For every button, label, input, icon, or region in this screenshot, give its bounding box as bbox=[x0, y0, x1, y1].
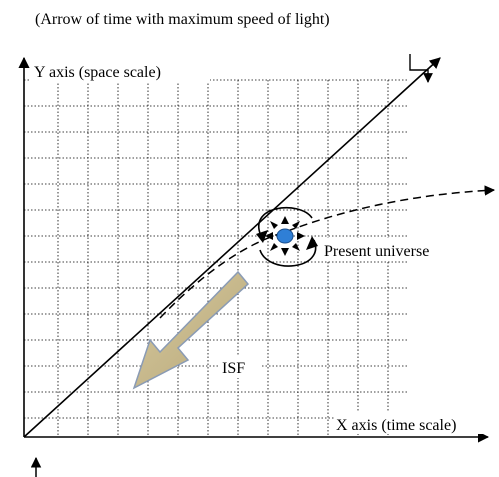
present-universe-label: Present universe bbox=[324, 243, 429, 260]
radial-arrows bbox=[265, 216, 305, 256]
y-axis-label: Y axis (space scale) bbox=[34, 64, 161, 81]
x-axis-label: X axis (time scale) bbox=[336, 417, 456, 434]
swirl-arc bbox=[258, 206, 313, 239]
diagram-caption: (Arrow of time with maximum speed of lig… bbox=[35, 11, 330, 28]
grid bbox=[24, 79, 408, 437]
dashed-trajectory bbox=[159, 185, 496, 319]
time-arrow-line bbox=[23, 57, 441, 438]
swirl-arc bbox=[259, 239, 317, 267]
caption-pointer-arrow bbox=[409, 54, 433, 83]
isf-arrow bbox=[132, 270, 250, 390]
isf-label: ISF bbox=[222, 360, 245, 377]
universe-core bbox=[276, 228, 294, 244]
present-universe-node bbox=[256, 206, 318, 267]
